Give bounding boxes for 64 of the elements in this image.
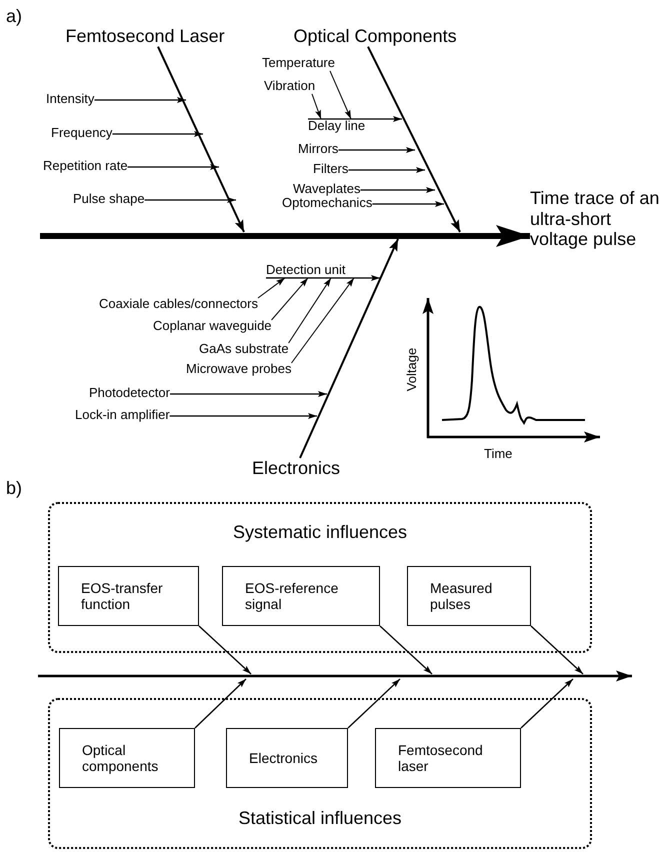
cause-label: Pulse shape [73,192,145,207]
arrow [170,391,327,397]
effect-label: Time trace of an ultra-short voltage pulse [530,188,663,288]
influence-box: Optical components [59,728,195,788]
cause-label: Delay line [308,119,366,134]
arrow [312,93,322,120]
axis-label: Voltage [404,348,420,392]
arrow [257,277,286,298]
dashed-group-box [48,502,592,653]
arrow [170,413,317,419]
cause-label: Coaxiale cables/connectors [99,297,258,312]
arrow [157,46,245,232]
cause-label: Vibration [264,79,316,94]
influence-box: Measured pulses [407,566,531,626]
arrow [291,277,354,364]
arrow [144,197,236,203]
arrow [308,116,402,122]
cause-label: Microwave probes [186,362,292,377]
arrow [330,70,352,120]
cause-label: Temperature [262,56,335,71]
arrow [271,277,308,320]
cause-label: GaAs substrate [199,342,289,357]
arrow [299,238,399,458]
arrow [367,46,461,232]
panel-label: a) [6,6,22,27]
group-title: Systematic influences [232,522,408,543]
arrow [348,678,400,728]
arrow [40,225,530,247]
arrow [94,97,186,103]
arrow [338,147,415,153]
cause-label: Lock-in amplifier [75,408,170,423]
arrow [348,167,425,173]
arrow [520,678,574,728]
panel-label: b) [6,478,22,499]
cause-label: Frequency [51,126,112,141]
arrow [112,131,203,137]
influence-box: EOS-reference signal [222,566,380,626]
cause-label: Mirrors [298,142,338,157]
dashed-group-box [48,698,592,849]
arrow [380,626,432,674]
cause-label: Filters [313,162,348,177]
cause-label: Photodetector [89,386,170,401]
influence-box: EOS-transfer function [58,566,199,626]
influence-box: Electronics [226,728,348,788]
cause-label: Coplanar waveguide [153,319,272,334]
cause-label: Optomechanics [282,196,372,211]
cause-label: Intensity [46,92,94,107]
arrow [530,626,584,674]
arrow [266,275,380,281]
arrow [128,164,219,170]
category-label: Optical Components [294,26,457,47]
arrow [194,678,246,728]
cause-label: Detection unit [266,263,346,278]
category-label: Electronics [252,458,340,479]
arrow [288,277,332,344]
category-label: Femtosecond Laser [66,26,225,47]
influence-box: Femtosecond laser [375,728,521,788]
group-title: Statistical influences [237,808,403,829]
arrow [360,187,435,193]
axis-label: Time [484,446,512,461]
cause-label: Waveplates [293,182,360,197]
cause-label: Repetition rate [43,159,128,174]
arrow [198,626,252,674]
arrow [372,201,444,207]
